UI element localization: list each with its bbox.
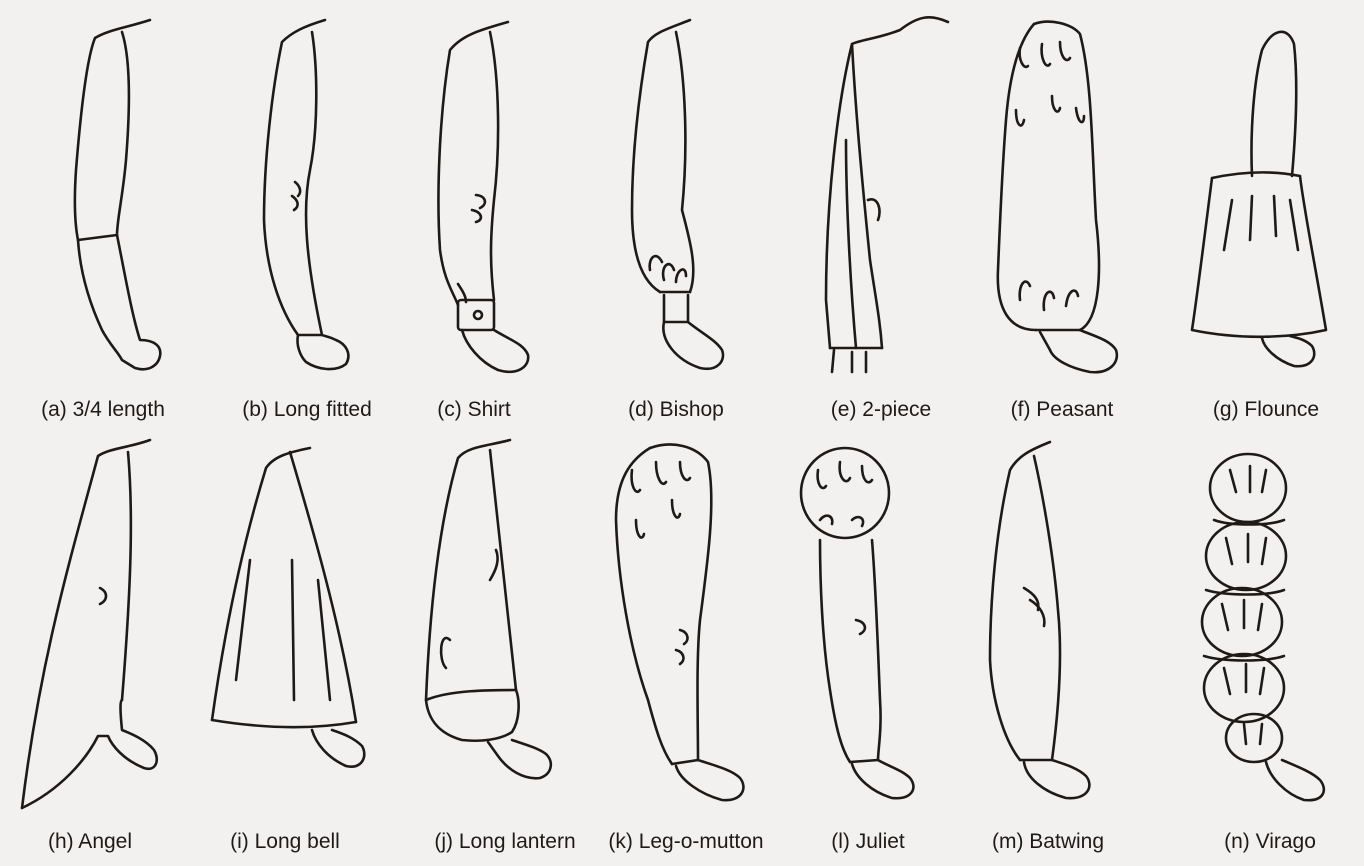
angel-sleeve-icon	[22, 440, 157, 808]
sleeve-caption-l: (l) Juliet	[831, 830, 905, 853]
long-fitted-sleeve-icon	[264, 20, 348, 369]
peasant-sleeve-icon	[998, 22, 1117, 373]
leg-o-mutton-sleeve-icon	[616, 444, 743, 800]
sleeve-caption-m: (m) Batwing	[992, 830, 1104, 853]
three-quarter-length-sleeve-icon	[75, 20, 160, 369]
sleeve-caption-b: (b) Long fitted	[242, 398, 372, 421]
bishop-sleeve-icon	[632, 20, 723, 369]
sleeve-caption-c: (c) Shirt	[437, 398, 511, 421]
sleeve-caption-g: (g) Flounce	[1213, 398, 1319, 421]
sleeve-caption-a: (a) 3/4 length	[41, 398, 165, 421]
shirt-sleeve-icon	[438, 22, 528, 372]
long-bell-sleeve-icon	[212, 448, 364, 767]
sleeve-caption-j: (j) Long lantern	[434, 830, 575, 853]
sleeve-caption-i: (i) Long bell	[230, 830, 340, 853]
sleeve-caption-n: (n) Virago	[1224, 830, 1316, 853]
two-piece-sleeve-icon	[826, 17, 948, 372]
sleeve-caption-f: (f) Peasant	[1011, 398, 1114, 421]
virago-sleeve-icon	[1202, 454, 1324, 800]
long-lantern-sleeve-icon	[426, 440, 551, 778]
juliet-sleeve-icon	[801, 448, 913, 798]
sleeve-caption-k: (k) Leg-o-mutton	[608, 830, 763, 853]
flounce-sleeve-icon	[1192, 32, 1326, 366]
sleeve-caption-h: (h) Angel	[48, 830, 132, 853]
sleeve-caption-d: (d) Bishop	[628, 398, 724, 421]
batwing-sleeve-icon	[990, 442, 1089, 798]
sleeve-caption-e: (e) 2-piece	[831, 398, 931, 421]
